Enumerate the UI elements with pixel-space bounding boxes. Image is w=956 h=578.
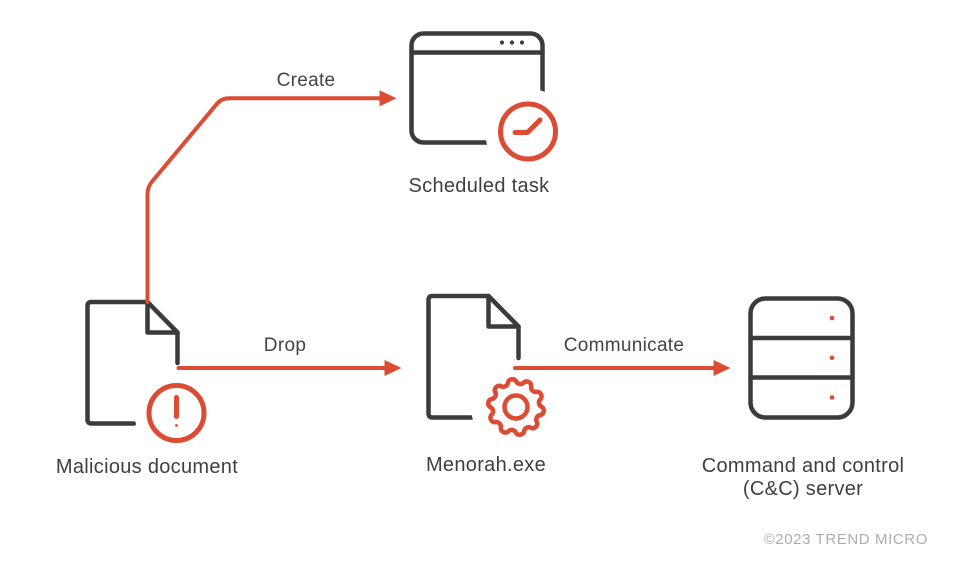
gear-icon: [486, 377, 546, 437]
edge-label-communicate: Communicate: [563, 335, 685, 356]
document-icon: [426, 293, 521, 420]
document-icon: [85, 299, 180, 426]
server-led-dot: [829, 315, 835, 321]
browser-window-icon: [409, 31, 545, 145]
node-label-cc-server-line1: Command and control: [701, 455, 905, 477]
node-label-cc-server-line2: (C&C) server: [742, 478, 864, 500]
create-arrow: [145, 90, 397, 304]
node-label-cc-server: Command and control (C&C) server: [673, 455, 933, 501]
drop-arrowhead: [384, 360, 402, 376]
clock-icon: [498, 101, 558, 162]
node-label-scheduled-task: Scheduled task: [408, 175, 550, 197]
edge-label-drop: Drop: [263, 335, 307, 356]
node-label-menorah-exe: Menorah.exe: [425, 454, 547, 476]
drop-arrow: [176, 360, 402, 376]
gear-halo: [471, 362, 561, 452]
server-led-dot: [829, 395, 835, 400]
create-arrowhead: [379, 90, 397, 107]
copyright-note: ©2023 TREND MICRO: [763, 531, 928, 548]
communicate-arrow: [513, 360, 731, 376]
edge-label-create: Create: [276, 70, 336, 91]
node-label-malicious-document: Malicious document: [55, 456, 239, 478]
communicate-arrowhead: [713, 360, 731, 376]
server-led-dot: [829, 355, 835, 361]
alert-icon: [146, 383, 207, 443]
server-icon: [748, 296, 855, 420]
